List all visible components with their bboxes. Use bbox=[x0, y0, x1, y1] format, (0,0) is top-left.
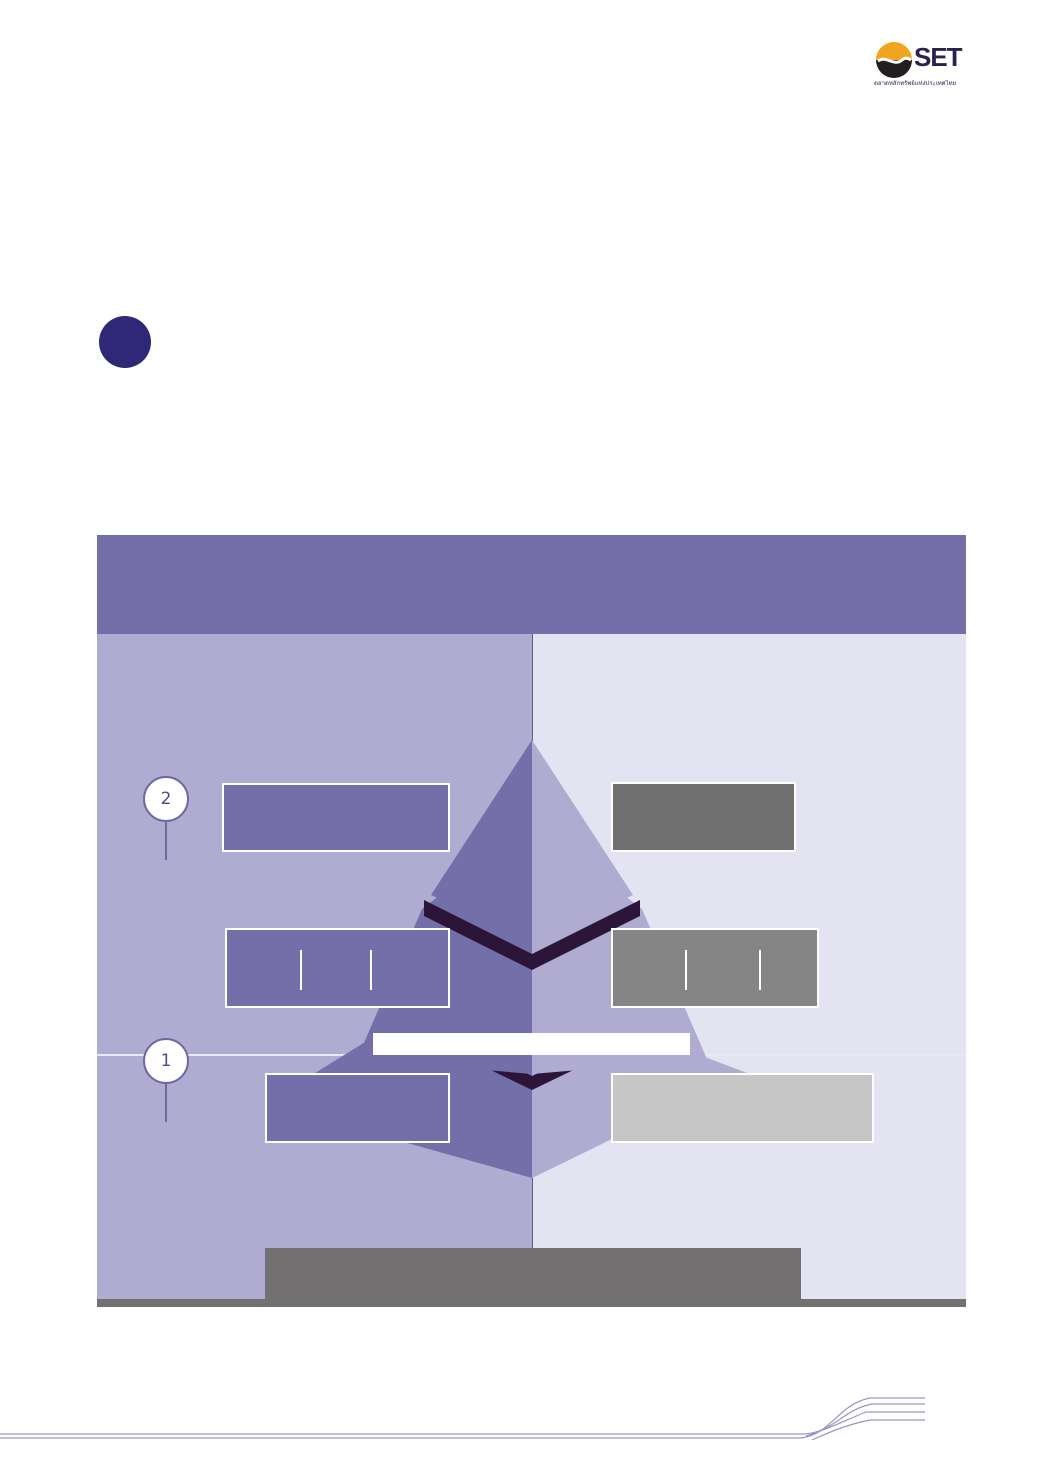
logo-wordmark: SET bbox=[914, 42, 963, 72]
left-box-bottom bbox=[265, 1073, 450, 1143]
set-logo-icon bbox=[876, 42, 912, 78]
level-marker-1-stem bbox=[165, 1084, 167, 1122]
left-box-middle-separator bbox=[370, 950, 372, 990]
pyramid-chevron-upper bbox=[424, 900, 640, 970]
right-box-middle-separator bbox=[685, 950, 687, 990]
level-marker-2: 2 bbox=[143, 776, 189, 822]
left-box-middle bbox=[225, 928, 450, 1008]
level-marker-2-stem bbox=[165, 822, 167, 860]
pyramid-base bbox=[265, 1248, 801, 1307]
footer-decoration bbox=[0, 1397, 925, 1440]
right-box-middle-separator bbox=[759, 950, 761, 990]
pyramid-top-left bbox=[431, 740, 532, 941]
pyramid-label-bar bbox=[373, 1033, 690, 1055]
section-bullet bbox=[99, 316, 151, 368]
pyramid-top-right bbox=[532, 740, 633, 941]
structure-diagram: 2 1 bbox=[97, 535, 966, 1307]
set-logo: SET ตลาดหลักทรัพย์แห่งประเทศไทย bbox=[872, 38, 972, 98]
logo-tagline: ตลาดหลักทรัพย์แห่งประเทศไทย bbox=[874, 80, 957, 87]
left-box-top bbox=[222, 783, 450, 852]
right-box-bottom bbox=[611, 1073, 874, 1143]
right-box-top bbox=[611, 782, 796, 852]
diagram-header bbox=[97, 535, 966, 634]
right-box-middle bbox=[611, 928, 819, 1008]
level-marker-1: 1 bbox=[143, 1038, 189, 1084]
left-box-middle-separator bbox=[300, 950, 302, 990]
panel-bottom-strip bbox=[97, 1299, 966, 1307]
